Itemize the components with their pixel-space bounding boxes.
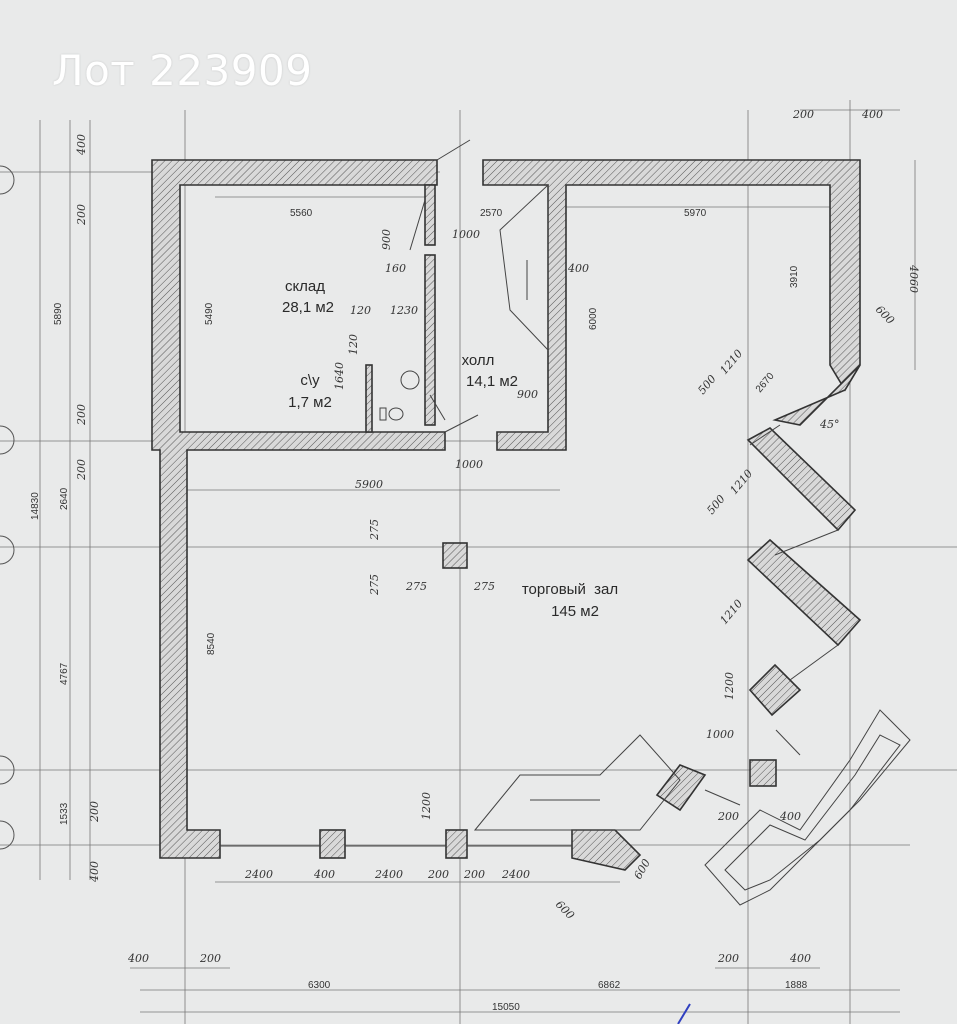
dim: 275 xyxy=(368,574,381,596)
dim: 200 xyxy=(463,868,485,881)
dim: 4767 xyxy=(59,662,70,685)
dim: 15050 xyxy=(492,1002,520,1013)
dim: 400 xyxy=(779,810,801,823)
dim: 900 xyxy=(517,388,538,401)
room-name-sales-hall: торговый зал xyxy=(522,581,618,598)
dim: 5490 xyxy=(204,302,215,325)
dim: 5970 xyxy=(684,208,707,219)
dim: 160 xyxy=(385,262,406,275)
room-name-hall: холл xyxy=(462,352,495,369)
room-name-storage: склад xyxy=(285,278,325,295)
dim: 400 xyxy=(127,952,149,965)
dim: 120 xyxy=(347,334,360,355)
dim: 400 xyxy=(861,108,883,121)
dim: 400 xyxy=(789,952,811,965)
dim: 500 xyxy=(704,492,727,516)
dim: 2570 xyxy=(480,208,503,219)
sanitary-fixtures xyxy=(379,370,420,421)
doors xyxy=(409,139,801,806)
dim: 600 xyxy=(553,898,577,922)
dim: 200 xyxy=(75,204,88,226)
dim: 4060 xyxy=(907,264,920,293)
dim: 6862 xyxy=(598,980,621,991)
dim: 600 xyxy=(873,303,897,327)
dim: 400 xyxy=(75,134,88,156)
dim: 1000 xyxy=(452,228,480,241)
dim: 400 xyxy=(88,861,101,883)
dim: 400 xyxy=(313,868,335,881)
dim: 200 xyxy=(75,404,88,426)
dim: 6300 xyxy=(308,980,331,991)
dim: 1200 xyxy=(420,792,433,820)
dim: 14830 xyxy=(30,492,41,520)
dim: 1888 xyxy=(785,980,808,991)
dim: 2400 xyxy=(244,868,273,881)
dim: 400 xyxy=(567,262,589,275)
room-area-wc: 1,7 м2 xyxy=(288,394,332,411)
dim: 1230 xyxy=(390,304,418,317)
dim: 8540 xyxy=(206,632,217,655)
dim: 2670 xyxy=(754,370,777,394)
stairs xyxy=(473,183,911,906)
dim: 5890 xyxy=(53,302,64,325)
dim: 45° xyxy=(819,418,840,431)
dim: 200 xyxy=(75,459,88,481)
dim: 1000 xyxy=(455,458,483,471)
pen-mark xyxy=(677,1003,691,1024)
dim: 6000 xyxy=(588,307,599,330)
dim: 5560 xyxy=(290,208,313,219)
dim: 1210 xyxy=(727,467,755,497)
dim: 200 xyxy=(792,108,814,121)
axis-markers xyxy=(0,165,15,850)
dimension-labels: 5560 2570 5970 900 1000 160 400 6000 391… xyxy=(30,108,920,1013)
dim: 200 xyxy=(199,952,221,965)
dim: 2640 xyxy=(59,487,70,510)
dim: 1210 xyxy=(717,347,745,377)
dim: 2400 xyxy=(374,868,403,881)
dim: 120 xyxy=(350,304,371,317)
lot-title: Лот 223909 xyxy=(52,46,313,95)
room-area-hall: 14,1 м2 xyxy=(466,373,518,390)
dim: 500 xyxy=(695,372,718,396)
room-name-wc: с\у xyxy=(300,372,320,389)
dim: 900 xyxy=(380,229,393,250)
dim: 2400 xyxy=(501,868,530,881)
room-area-storage: 28,1 м2 xyxy=(282,299,334,316)
dim: 200 xyxy=(717,810,739,823)
room-area-sales-hall: 145 м2 xyxy=(551,603,599,620)
dim: 200 xyxy=(717,952,739,965)
walls xyxy=(151,159,862,871)
dim: 275 xyxy=(368,519,381,541)
dim: 200 xyxy=(427,868,449,881)
dim: 1640 xyxy=(333,362,346,390)
dim: 1533 xyxy=(59,802,70,825)
dim: 1000 xyxy=(706,728,734,741)
dim: 3910 xyxy=(789,265,800,288)
dim: 200 xyxy=(88,801,101,823)
dim: 275 xyxy=(473,580,495,593)
dim: 275 xyxy=(405,580,427,593)
dim: 5900 xyxy=(355,478,383,491)
dim: 1210 xyxy=(717,597,745,627)
dim: 1200 xyxy=(723,672,736,700)
